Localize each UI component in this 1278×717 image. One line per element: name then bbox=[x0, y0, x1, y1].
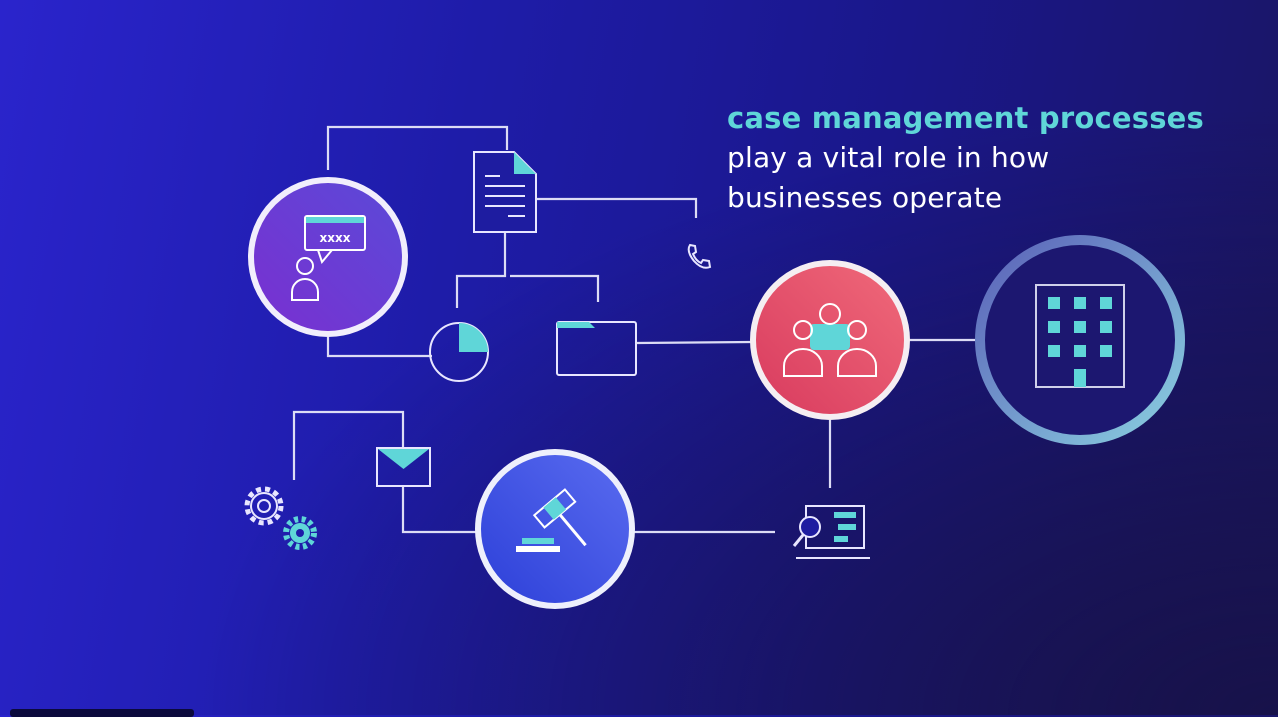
headline-line-1: play a vital role in how bbox=[727, 141, 1050, 174]
headline-line-2: businesses operate bbox=[727, 181, 1003, 214]
user-icon bbox=[296, 257, 314, 275]
headline: case management processes play a vital r… bbox=[727, 98, 1204, 218]
laptop-search-icon bbox=[792, 505, 870, 559]
pie-chart-icon bbox=[429, 322, 489, 382]
chat-bubble-text: xxxx bbox=[320, 231, 351, 245]
building-node bbox=[975, 235, 1185, 445]
legal-gavel-node bbox=[475, 449, 635, 609]
video-progress-bar[interactable] bbox=[10, 709, 194, 717]
phone-icon bbox=[687, 243, 712, 269]
folder-icon bbox=[556, 321, 637, 376]
gears-icon bbox=[244, 486, 317, 550]
team-node bbox=[750, 260, 910, 420]
envelope-icon bbox=[376, 447, 431, 487]
headline-highlight: case management processes bbox=[727, 101, 1205, 135]
connector-lines bbox=[292, 125, 975, 534]
document-icon bbox=[473, 151, 537, 233]
customer-chat-node: xxxx bbox=[248, 177, 408, 337]
